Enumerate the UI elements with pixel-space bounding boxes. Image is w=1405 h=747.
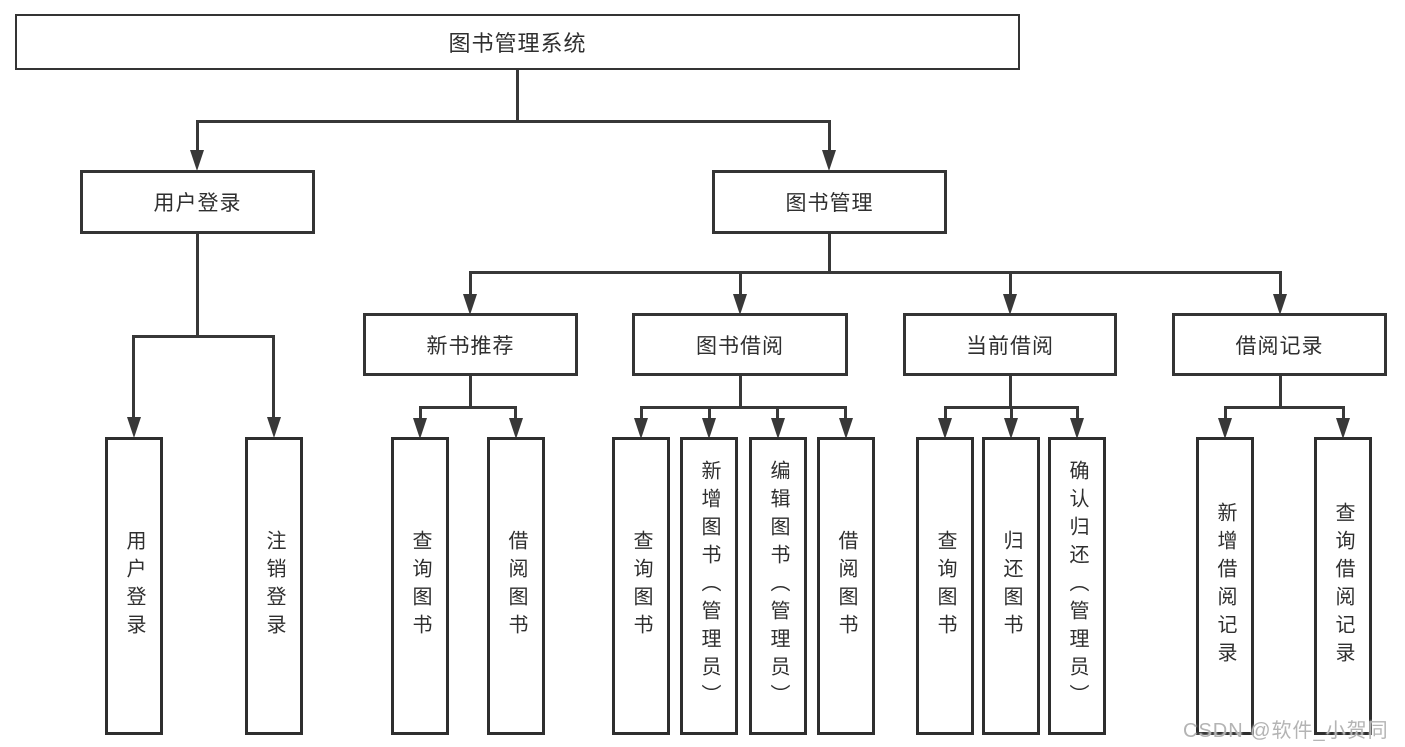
arrow-down-icon xyxy=(839,418,853,439)
leaf-label: 归还图书 xyxy=(1000,530,1022,642)
connector-line xyxy=(469,271,1282,274)
connector-line xyxy=(1224,406,1227,420)
leaf-newbook-borrow-books: 借阅图书 xyxy=(487,437,545,735)
leaf-borrowing-borrow-books: 借阅图书 xyxy=(817,437,875,735)
connector-line xyxy=(708,406,711,420)
connector-line xyxy=(828,234,831,274)
connector-line xyxy=(272,335,275,419)
arrow-down-icon xyxy=(1004,418,1018,439)
arrow-down-icon xyxy=(938,418,952,439)
arrow-down-icon xyxy=(413,418,427,439)
node-label: 图书管理 xyxy=(785,192,874,215)
connector-line xyxy=(419,406,517,409)
connector-line xyxy=(844,406,847,420)
connector-line xyxy=(469,376,472,409)
node-current-borrowing: 当前借阅 xyxy=(903,313,1117,376)
node-user-login: 用户登录 xyxy=(80,170,315,234)
connector-line xyxy=(1009,376,1012,409)
connector-line xyxy=(196,234,199,338)
connector-line xyxy=(1009,271,1012,297)
leaf-newbook-query-books: 查询图书 xyxy=(391,437,449,735)
leaf-label: 注销登录 xyxy=(263,530,285,642)
connector-line xyxy=(1279,376,1282,409)
arrow-down-icon xyxy=(1218,418,1232,439)
connector-line xyxy=(1224,406,1345,409)
connector-line xyxy=(1010,406,1013,420)
connector-line xyxy=(516,70,519,123)
connector-line xyxy=(469,271,472,297)
node-label: 当前借阅 xyxy=(966,334,1054,358)
leaf-borrowing-query-books: 查询图书 xyxy=(612,437,670,735)
leaf-label: 查询图书 xyxy=(934,530,956,642)
leaf-user-login: 用户登录 xyxy=(105,437,163,735)
node-label: 新书推荐 xyxy=(426,334,515,358)
arrow-down-icon xyxy=(771,418,785,439)
node-book-management: 图书管理 xyxy=(712,170,947,234)
connector-line xyxy=(1342,406,1345,420)
connector-line xyxy=(739,271,742,297)
leaf-label: 查询图书 xyxy=(630,530,652,642)
connector-line xyxy=(1076,406,1079,420)
connector-line xyxy=(1279,271,1282,297)
csdn-watermark: CSDN @软件_小贺同学 xyxy=(1183,720,1389,742)
node-borrowing-records: 借阅记录 xyxy=(1172,313,1387,376)
leaf-current-confirm-return-admin: 确认归还（管理员） xyxy=(1048,437,1106,735)
connector-line xyxy=(776,406,779,420)
leaf-logout: 注销登录 xyxy=(245,437,303,735)
connector-line xyxy=(196,120,831,123)
connector-line xyxy=(514,406,517,420)
arrow-down-icon xyxy=(463,294,477,315)
node-new-book-recommendation: 新书推荐 xyxy=(363,313,578,376)
leaf-label: 用户登录 xyxy=(123,530,145,642)
leaf-label: 新增借阅记录 xyxy=(1214,502,1236,670)
connector-line xyxy=(828,120,831,153)
connector-line xyxy=(132,335,135,419)
connector-line xyxy=(196,120,199,153)
arrow-down-icon xyxy=(190,150,204,171)
arrow-down-icon xyxy=(634,418,648,439)
arrow-down-icon xyxy=(509,418,523,439)
arrow-down-icon xyxy=(1273,294,1287,315)
leaf-label: 确认归还（管理员） xyxy=(1066,460,1088,712)
arrow-down-icon xyxy=(1070,418,1084,439)
connector-line xyxy=(739,376,742,409)
leaf-label: 编辑图书（管理员） xyxy=(767,460,789,712)
leaf-borrowing-edit-books-admin: 编辑图书（管理员） xyxy=(749,437,807,735)
arrow-down-icon xyxy=(1003,294,1017,315)
leaf-current-return-books: 归还图书 xyxy=(982,437,1040,735)
connector-line xyxy=(419,406,422,420)
node-label: 借阅记录 xyxy=(1235,334,1324,358)
arrow-down-icon xyxy=(702,418,716,439)
node-label: 图书借阅 xyxy=(696,334,784,358)
arrow-down-icon xyxy=(127,417,141,438)
arrow-down-icon xyxy=(822,150,836,171)
leaf-records-add-record: 新增借阅记录 xyxy=(1196,437,1254,735)
node-book-borrowing: 图书借阅 xyxy=(632,313,848,376)
connector-line xyxy=(640,406,847,409)
leaf-label: 查询借阅记录 xyxy=(1332,502,1354,670)
connector-line xyxy=(640,406,643,420)
connector-line xyxy=(944,406,947,420)
arrow-down-icon xyxy=(267,417,281,438)
leaf-label: 借阅图书 xyxy=(505,530,527,642)
leaf-current-query-books: 查询图书 xyxy=(916,437,974,735)
leaf-label: 查询图书 xyxy=(409,530,431,642)
node-label: 图书管理系统 xyxy=(448,31,587,56)
node-label: 用户登录 xyxy=(153,192,242,215)
leaf-records-query-record: 查询借阅记录 xyxy=(1314,437,1372,735)
leaf-borrowing-add-books-admin: 新增图书（管理员） xyxy=(680,437,738,735)
node-library-management-system: 图书管理系统 xyxy=(15,14,1020,70)
connector-line xyxy=(132,335,275,338)
leaf-label: 借阅图书 xyxy=(835,530,857,642)
arrow-down-icon xyxy=(733,294,747,315)
arrow-down-icon xyxy=(1336,418,1350,439)
leaf-label: 新增图书（管理员） xyxy=(698,460,720,712)
